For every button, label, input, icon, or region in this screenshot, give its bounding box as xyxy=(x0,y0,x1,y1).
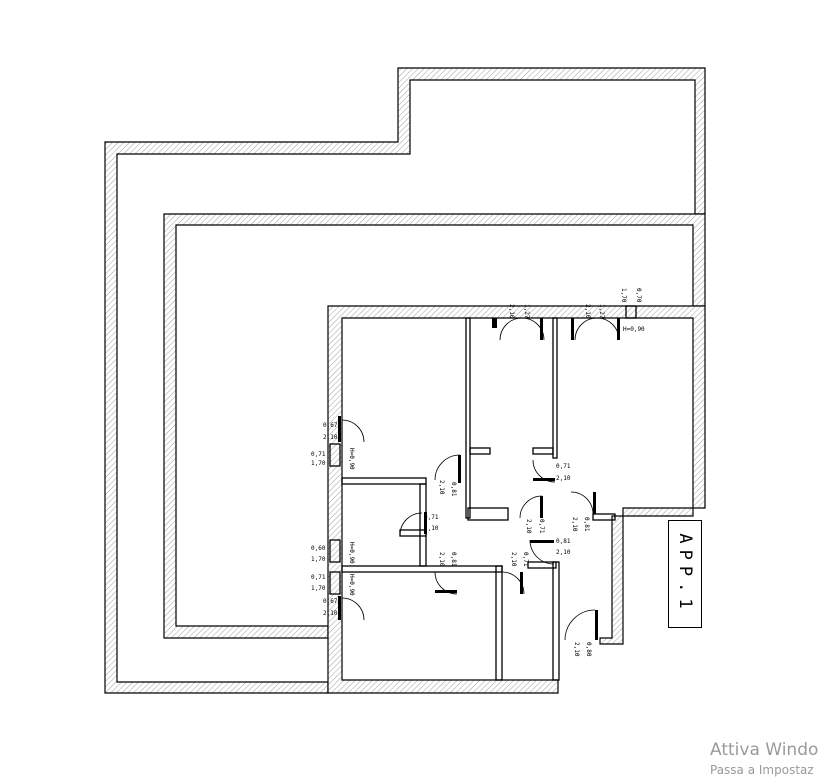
windows-activation-watermark-title: Attiva Windo xyxy=(710,740,819,760)
dim-w3-sill: H=0,90 xyxy=(348,542,355,564)
dim-d13-h: 2,10 xyxy=(573,642,580,657)
dim-d8-w: 0,81 xyxy=(583,517,590,532)
dim-w2-h: 1,70 xyxy=(311,460,326,467)
apartment-label: APP.1 xyxy=(675,533,695,615)
dim-d10-w: 0,81 xyxy=(450,552,457,567)
dim-d12-h: 2,10 xyxy=(323,610,338,617)
dim-w4-h: 1,70 xyxy=(311,585,326,592)
apartment-walls xyxy=(327,305,706,694)
dim-d9-w: 0,81 xyxy=(556,538,571,545)
dimension-labels: 1,27 2,10 1,27 2,10 0,70 1,70 H=0,90 0,6… xyxy=(311,288,645,657)
dim-d1-w: 1,27 xyxy=(523,304,530,319)
dim-d4-w: 0,81 xyxy=(450,482,457,497)
dim-d12-w: 0,67 xyxy=(323,598,338,605)
windows xyxy=(329,305,637,595)
windows-activation-watermark-subtitle: Passa a Impostaz xyxy=(710,763,814,777)
dim-d2-w: 1,27 xyxy=(598,304,605,319)
dim-w4-sill: H=0,90 xyxy=(348,574,355,596)
dim-w1-sill: H=0,90 xyxy=(623,326,645,333)
dim-d6-w: 0,71 xyxy=(424,514,439,521)
dim-w1-h: 1,70 xyxy=(620,288,627,303)
dim-d1-h: 2,10 xyxy=(508,304,515,319)
dim-w3-w: 0,60 xyxy=(311,545,326,552)
door-leaves xyxy=(338,318,620,640)
dim-d7-w: 0,71 xyxy=(538,519,545,534)
door-swings xyxy=(341,317,620,641)
dim-d6-h: 2,10 xyxy=(424,525,439,532)
dim-d11-w: 0,71 xyxy=(522,552,529,567)
dim-d3-w: 0,67 xyxy=(323,422,338,429)
dim-w4-w: 0,71 xyxy=(311,574,326,581)
dim-d10-h: 2,10 xyxy=(438,552,445,567)
dim-d5-h: 2,10 xyxy=(556,475,571,482)
apartment-label-box: APP.1 xyxy=(668,520,702,628)
dim-d4-h: 2,10 xyxy=(438,480,445,495)
dim-d11-h: 2,10 xyxy=(510,552,517,567)
dim-d9-h: 2,10 xyxy=(556,549,571,556)
dim-d5-w: 0,71 xyxy=(556,463,571,470)
dim-d7-h: 2,10 xyxy=(525,519,532,534)
dim-d2-h: 2,10 xyxy=(584,304,591,319)
inner-terrace-wall xyxy=(163,213,706,639)
dim-d3-h: 2,10 xyxy=(323,434,338,441)
dim-d13-w: 0,80 xyxy=(585,642,592,657)
dim-d8-h: 2,10 xyxy=(571,517,578,532)
dim-w2-sill: H=0,90 xyxy=(348,448,355,470)
interior-walls xyxy=(341,317,616,681)
dim-w3-h: 1,70 xyxy=(311,556,326,563)
dim-w2-w: 0,71 xyxy=(311,451,326,458)
dim-w1-w: 0,70 xyxy=(635,288,642,303)
